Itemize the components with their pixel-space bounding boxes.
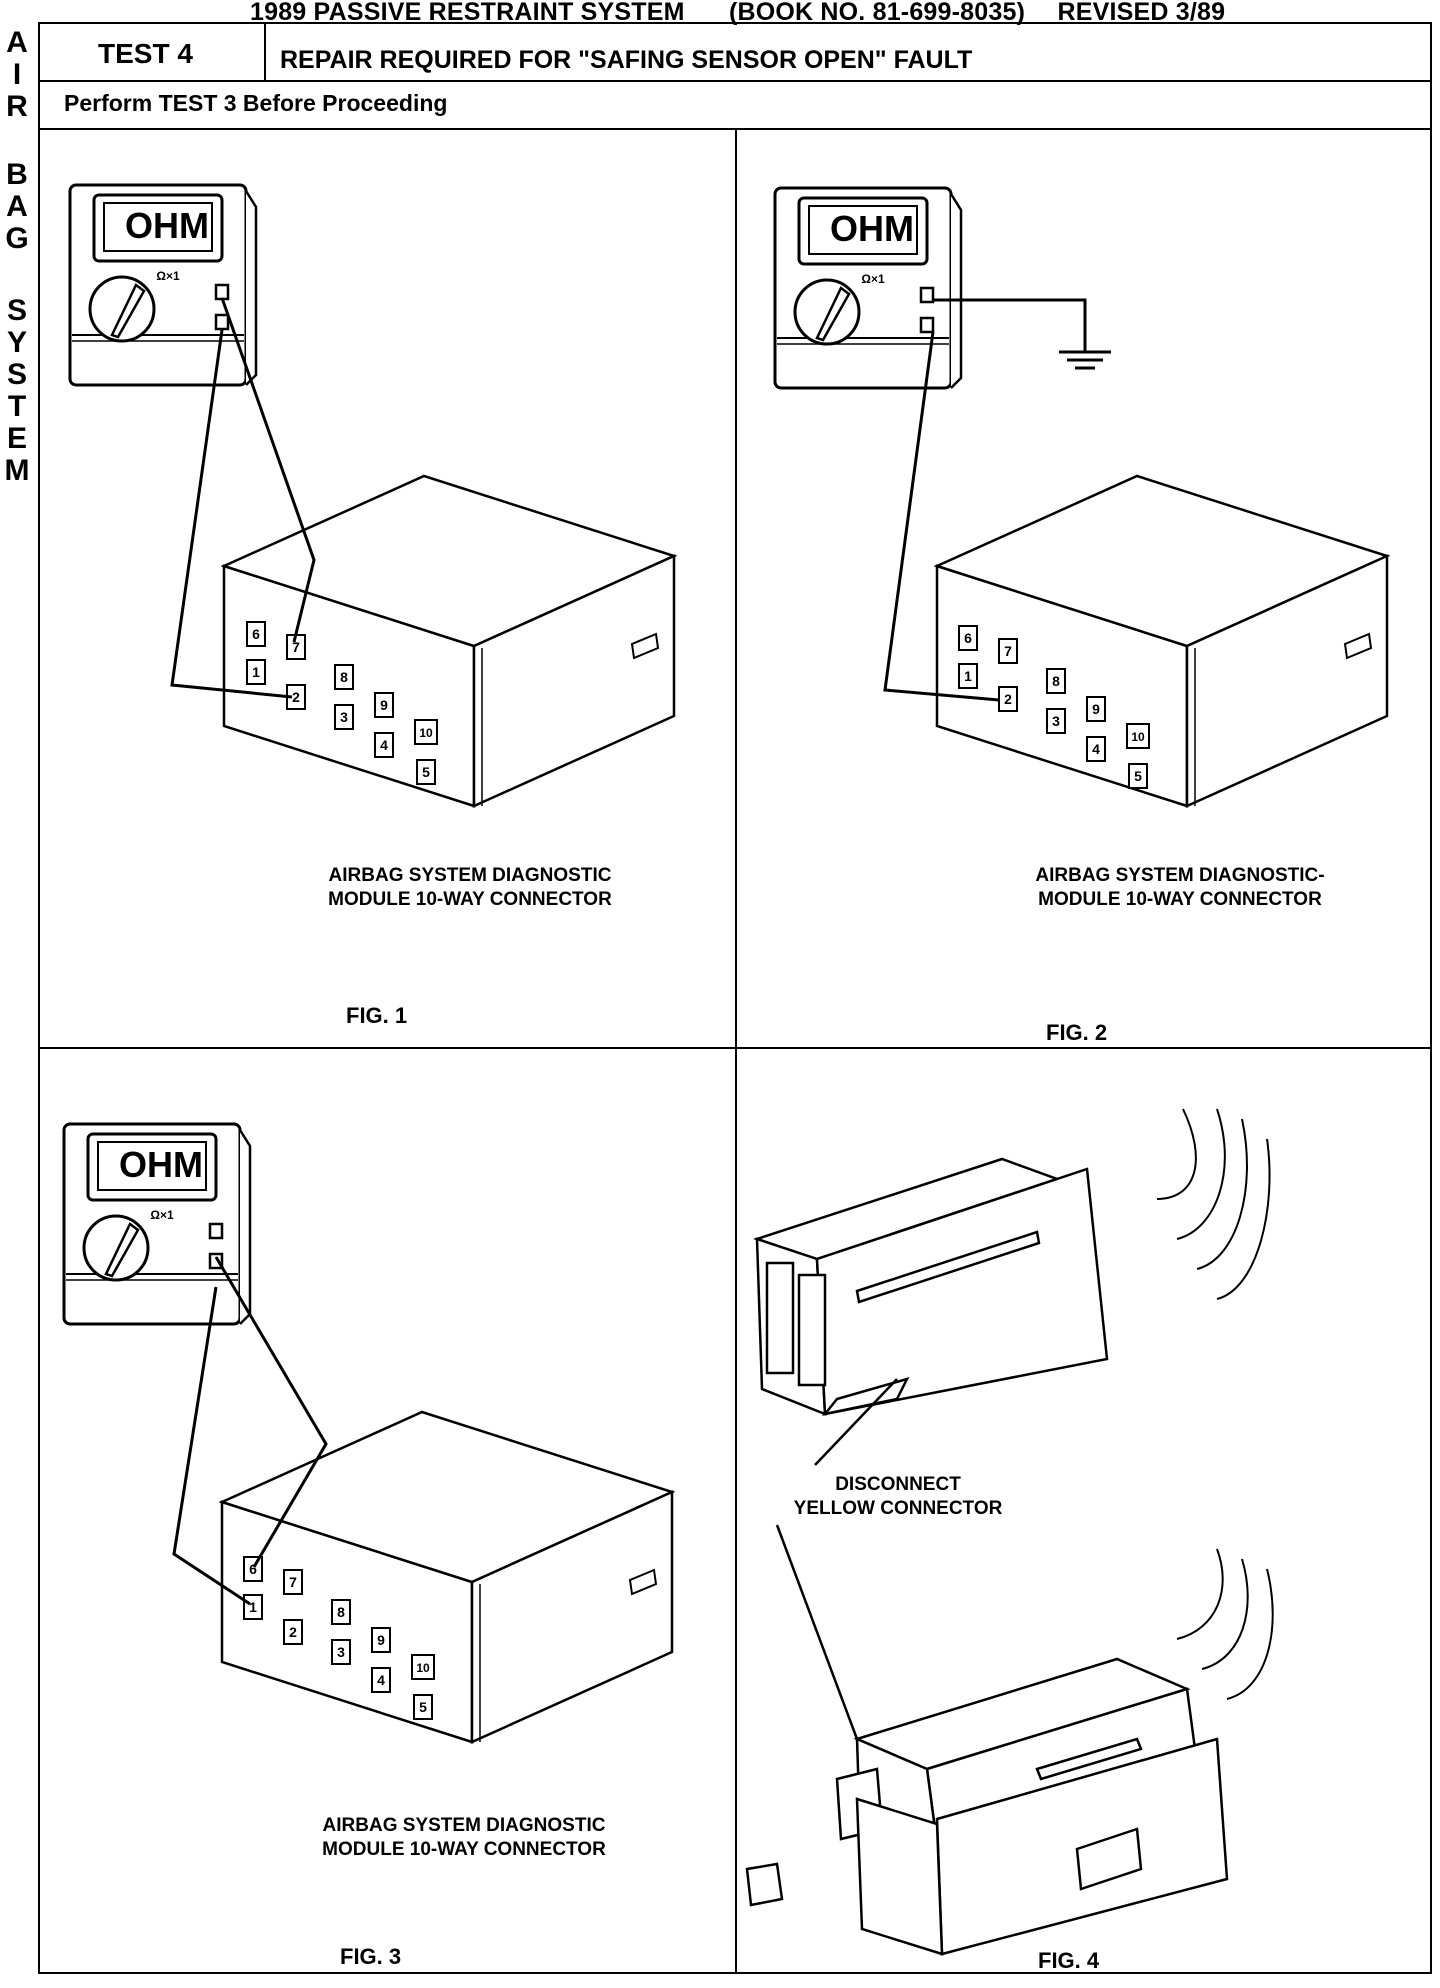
pin-label: 2 — [1004, 691, 1012, 707]
pin-label: 9 — [377, 1632, 385, 1648]
meter-range-text: Ω×1 — [150, 1208, 174, 1222]
connector-pins: 6 7 1 2 8 3 9 4 10 5 — [246, 621, 438, 785]
pin-label: 2 — [292, 689, 300, 705]
test-number: TEST 4 — [98, 38, 193, 69]
side-letter: A — [6, 26, 28, 59]
ground-lead — [933, 298, 1087, 352]
fig4-label: FIG. 4 — [1038, 1948, 1100, 1973]
pin-label: 5 — [1134, 768, 1142, 784]
test-lead — [172, 1286, 251, 1606]
page-frame — [38, 22, 1432, 1974]
pin-label: 9 — [380, 697, 388, 713]
caption-line: AIRBAG SYSTEM DIAGNOSTIC — [328, 865, 612, 886]
fig3-diagram: OHM Ω×1 6 7 1 2 8 3 9 4 10 5 — [62, 1122, 674, 1744]
side-letter: S — [6, 358, 27, 391]
side-letter: B — [6, 158, 28, 191]
fig1-diagram: OHM Ω×1 6 7 1 2 8 3 9 4 10 5 — [68, 183, 676, 808]
fig4-callout: DISCONNECT YELLOW CONNECTOR — [748, 1473, 1048, 1521]
pin-label: 8 — [1052, 673, 1060, 689]
side-letter: A — [6, 190, 28, 223]
connector-pins: 6 7 1 2 8 3 9 4 10 5 — [958, 625, 1150, 789]
document-header: 1989 PASSIVE RESTRAINT SYSTEM (BOOK NO. … — [250, 0, 1225, 27]
pin-label: 4 — [377, 1672, 385, 1688]
pin-label: 8 — [340, 669, 348, 685]
meter-display-text: OHM — [125, 205, 209, 246]
grid-vertical-divider — [735, 130, 737, 1973]
side-letter: Y — [6, 326, 27, 359]
header-revised: REVISED 3/89 — [1057, 0, 1226, 26]
meter-display-text: OHM — [119, 1144, 203, 1185]
fig1-label: FIG. 1 — [346, 1003, 408, 1028]
side-letter: I — [12, 58, 22, 91]
wire-harness-icon — [1156, 1108, 1271, 1300]
pin-label: 4 — [1092, 741, 1100, 757]
fig3-label: FIG. 3 — [340, 1944, 402, 1969]
test-lead — [883, 331, 1000, 702]
pin-label: 1 — [249, 1599, 257, 1615]
fig2-diagram: OHM Ω×1 6 7 1 2 8 3 9 4 10 5 — [773, 186, 1389, 808]
pin-label: 10 — [419, 726, 433, 740]
pin-label: 8 — [337, 1604, 345, 1620]
caption-line: AIRBAG SYSTEM DIAGNOSTIC- — [1035, 865, 1325, 886]
callout-leader — [775, 1524, 859, 1740]
pin-label: 6 — [964, 630, 972, 646]
caption-line: MODULE 10-WAY CONNECTOR — [328, 889, 612, 910]
title-divider — [40, 80, 1432, 82]
pin-label: 7 — [289, 1574, 297, 1590]
callout-leader — [814, 1378, 898, 1466]
pin-label: 1 — [964, 668, 972, 684]
pin-label: 7 — [1004, 643, 1012, 659]
connector-pins: 6 7 1 2 8 3 9 4 10 5 — [243, 1556, 435, 1720]
fig2-caption: AIRBAG SYSTEM DIAGNOSTIC- MODULE 10-WAY … — [1010, 864, 1350, 912]
pin-label: 3 — [337, 1644, 345, 1660]
caption-line: YELLOW CONNECTOR — [793, 1498, 1003, 1519]
mated-connector-icon — [745, 1657, 1229, 1956]
pin-label: 7 — [292, 639, 300, 655]
test-lead — [220, 297, 316, 643]
header-title: 1989 PASSIVE RESTRAINT SYSTEM — [250, 0, 685, 26]
side-letter: E — [6, 422, 27, 455]
fig4-diagram — [745, 1108, 1274, 1956]
pin-label: 5 — [419, 1699, 427, 1715]
meter-display-text: OHM — [830, 208, 914, 249]
pin-label: 10 — [1131, 730, 1145, 744]
title-cell-divider — [264, 24, 266, 80]
side-letter: M — [4, 454, 30, 487]
meter-range-text: Ω×1 — [861, 272, 885, 286]
header-book-number: (BOOK NO. 81-699-8035) — [728, 0, 1026, 26]
wire-harness-icon — [1176, 1548, 1274, 1700]
pin-label: 10 — [416, 1661, 430, 1675]
test-title: REPAIR REQUIRED FOR "SAFING SENSOR OPEN"… — [280, 46, 973, 74]
ground-icon — [1059, 350, 1111, 370]
side-letter: R — [6, 90, 28, 123]
prerequisite-divider — [40, 128, 1432, 130]
test-lead — [214, 1256, 328, 1568]
fig3-caption: AIRBAG SYSTEM DIAGNOSTIC MODULE 10-WAY C… — [294, 1814, 634, 1862]
caption-line: DISCONNECT — [835, 1474, 961, 1495]
pin-label: 4 — [380, 737, 388, 753]
fig1-caption: AIRBAG SYSTEM DIAGNOSTIC MODULE 10-WAY C… — [300, 864, 640, 912]
caption-line: AIRBAG SYSTEM DIAGNOSTIC — [322, 1815, 606, 1836]
connector-housing-icon — [753, 1157, 1109, 1416]
pin-label: 9 — [1092, 701, 1100, 717]
caption-line: MODULE 10-WAY CONNECTOR — [1038, 889, 1322, 910]
test-prerequisite: Perform TEST 3 Before Proceeding — [64, 90, 448, 116]
side-letter: S — [6, 294, 27, 327]
grid-horizontal-divider — [40, 1047, 1432, 1049]
pin-label: 2 — [289, 1624, 297, 1640]
pin-label: 3 — [340, 709, 348, 725]
caption-line: MODULE 10-WAY CONNECTOR — [322, 1839, 606, 1860]
pin-label: 3 — [1052, 713, 1060, 729]
pin-label: 6 — [249, 1561, 257, 1577]
pin-label: 1 — [252, 664, 260, 680]
test-lead — [170, 329, 293, 699]
fig2-label: FIG. 2 — [1046, 1020, 1108, 1045]
side-letter: G — [5, 222, 29, 255]
pin-label: 6 — [252, 626, 260, 642]
meter-range-text: Ω×1 — [156, 269, 180, 283]
side-letter: T — [7, 390, 27, 423]
pin-label: 5 — [422, 764, 430, 780]
